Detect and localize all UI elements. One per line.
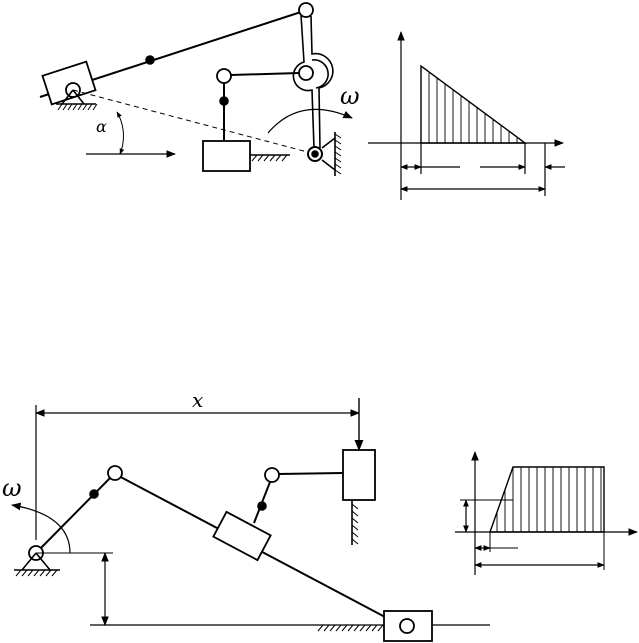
bottom-crank	[35, 474, 114, 554]
bottom-graph-hatch	[496, 467, 602, 532]
top-joint-left	[216, 68, 232, 84]
bottom-upper-link	[277, 472, 344, 475]
top-graph-triangle	[420, 64, 528, 144]
top-ground-slider	[202, 140, 251, 172]
bottom-graph-area	[489, 466, 605, 533]
bottom-graph	[455, 451, 638, 575]
bottom-vertical-slider	[342, 449, 376, 501]
top-slider-support	[61, 89, 85, 105]
top-omega-arrow	[267, 108, 353, 134]
bottom-lower-track-hatch	[317, 624, 384, 632]
top-graph-hatch	[428, 72, 518, 143]
bottom-upper-joint	[264, 467, 280, 483]
bottom-crank-tip	[107, 465, 123, 481]
top-rocker-bulge	[311, 59, 329, 89]
bottom-lower-slider-pivot	[399, 618, 415, 634]
top-rocker	[292, 14, 334, 149]
top-graph	[368, 31, 565, 200]
top-fixed-pivot-center	[311, 150, 319, 158]
bottom-ground-hatch	[15, 569, 58, 577]
bottom-ground-support	[21, 552, 51, 571]
top-omega-label: ω	[340, 82, 360, 110]
top-vertical-link-midpoint	[219, 96, 229, 106]
bottom-crank-midpoint	[89, 489, 99, 499]
top-joint-right	[298, 65, 314, 81]
bottom-short-link-midpoint	[257, 501, 267, 511]
bottom-mechanism	[11, 398, 490, 642]
top-angle-arc	[116, 111, 125, 155]
top-pivot-top	[298, 2, 314, 18]
top-fixed-pivot-support	[321, 132, 336, 176]
bottom-omega-arrow	[11, 502, 71, 554]
top-dashed-line	[72, 89, 316, 155]
top-ground-slider-hatch	[251, 154, 288, 162]
top-long-link-midpoint	[145, 55, 155, 65]
top-mechanism	[39, 2, 353, 176]
bottom-distance-label: x	[192, 388, 203, 412]
top-angle-label: α	[96, 117, 107, 136]
top-slider-block	[41, 60, 97, 106]
top-slider-ground-hatch	[57, 103, 98, 111]
top-horizontal-link	[230, 72, 300, 76]
bottom-bar-block	[212, 510, 272, 562]
bottom-vertical-guide-hatch	[351, 503, 359, 545]
bottom-omega-label: ω	[2, 474, 22, 502]
top-fixed-pivot-hatch	[334, 133, 342, 175]
